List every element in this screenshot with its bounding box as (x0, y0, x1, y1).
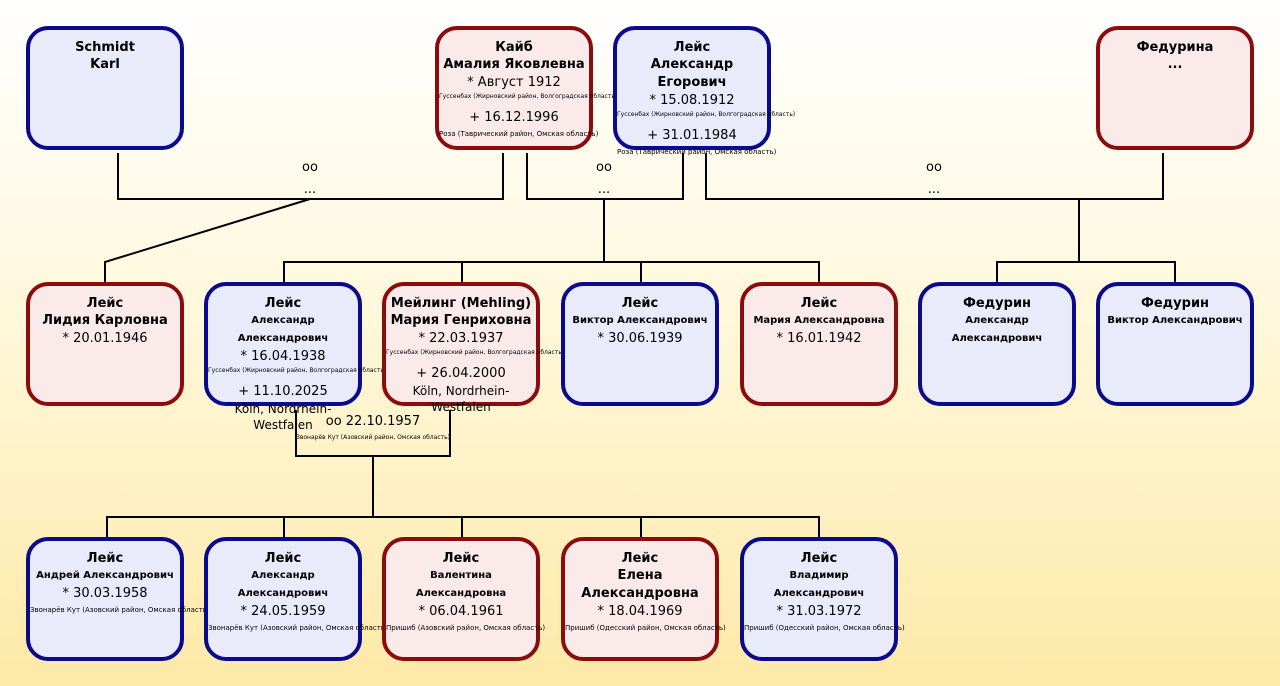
person-given-name: Елена Александровна (581, 568, 699, 601)
marriage-label-schmidt-kaib: oo ... (270, 157, 350, 201)
person-given-name: Александр Александрович (951, 315, 1043, 344)
death-city: Köln, Nordrhein-Westfalen (412, 384, 510, 414)
sibling-bar-leis-children (283, 261, 820, 282)
person-surname: Федурин (1140, 296, 1210, 311)
person-card-leis-maria[interactable]: Лейс Мария Александровна * 16.01.1942 (740, 282, 898, 406)
person-surname: Лейс (86, 551, 124, 566)
person-card-schmidt-karl[interactable]: Schmidt Karl (26, 26, 184, 150)
person-card-fedurin-aleksandr[interactable]: Федурин Александр Александрович (918, 282, 1076, 406)
person-card-leis-viktor[interactable]: Лейс Виктор Александрович * 30.06.1939 (561, 282, 719, 406)
birth-date: * 16.01.1942 (776, 331, 862, 346)
birth-date: * 30.03.1958 (62, 586, 148, 601)
birth-date: * 20.01.1946 (62, 331, 148, 346)
death-date: + 26.04.2000 (416, 366, 506, 381)
person-card-leis-aleksandr-egorovich[interactable]: Лейс Александр Егорович * 15.08.1912 Гус… (613, 26, 796, 156)
person-given-name: Владимир Александрович (773, 570, 865, 599)
birth-place: Гуссенбах (Жирновский район, Волгоградск… (439, 93, 618, 100)
person-card-leis-andrei[interactable]: Лейс Андрей Александрович * 30.03.1958 З… (26, 537, 210, 661)
birth-date: * 24.05.1959 (240, 604, 326, 619)
person-given-name: Karl (90, 57, 120, 72)
person-surname: Лейс (264, 296, 302, 311)
person-given-name: Мария Генриховна (390, 313, 532, 328)
person-given-name: Александр Александрович (237, 570, 329, 599)
death-date: + 16.12.1996 (469, 110, 559, 125)
person-surname: Лейс (673, 40, 711, 55)
person-surname: Лейс (621, 551, 659, 566)
person-card-leis-lidia[interactable]: Лейс Лидия Карловна * 20.01.1946 (26, 282, 184, 406)
death-place: Роза (Таврический район, Омская область) (617, 148, 777, 156)
birth-date: * 30.06.1939 (597, 331, 683, 346)
birth-place: Звонарёв Кут (Азовский район, Омская обл… (30, 606, 210, 614)
marriage-line-schmidt-kaib (117, 153, 504, 200)
person-surname: Мейлинг (Mehling) (390, 296, 532, 311)
person-surname: Лейс (264, 551, 302, 566)
birth-date: * 18.04.1969 (597, 604, 683, 619)
person-given-name: Мария Александровна (753, 315, 885, 326)
person-card-fedurin-viktor[interactable]: Федурин Виктор Александрович (1096, 282, 1254, 406)
person-card-leis-elena[interactable]: Лейс Елена Александровна * 18.04.1969 Пр… (561, 537, 726, 661)
person-given-name: Александр Егорович (650, 57, 734, 90)
death-city: Köln, Nordrhein-Westfalen (234, 402, 332, 432)
marriage-date: ... (303, 182, 317, 197)
birth-date: * 31.03.1972 (776, 604, 862, 619)
person-surname: Schmidt (75, 40, 135, 55)
marriage-date: ... (597, 182, 611, 197)
person-card-fedurina[interactable]: Федурина ... (1096, 26, 1254, 150)
sibling-bar-fedurin-children (996, 261, 1176, 282)
person-surname: Лейс (442, 551, 480, 566)
person-given-name: Валентина Александровна (415, 570, 507, 599)
birth-place: Пришиб (Одесский район, Омская область) (565, 624, 726, 632)
marriage-line-leis-fedurina (705, 153, 1164, 200)
person-given-name: ... (1167, 57, 1183, 72)
birth-place: Пришиб (Одесский район, Омская область) (744, 624, 905, 632)
person-given-name: Лидия Карловна (42, 313, 168, 328)
marriage-symbol: oo (596, 160, 612, 175)
person-card-leis-vladimir[interactable]: Лейс Владимир Александрович * 31.03.1972… (740, 537, 905, 661)
descent-line-lidia (104, 198, 311, 282)
person-given-name: Виктор Александрович (572, 315, 708, 326)
person-card-leis-valentina[interactable]: Лейс Валентина Александровна * 06.04.196… (382, 537, 546, 661)
birth-date: * Август 1912 (467, 75, 561, 90)
person-card-leis-aleksandr-aleksandrovich[interactable]: Лейс Александр Александрович * 16.04.193… (204, 282, 387, 432)
birth-date: * 15.08.1912 (649, 93, 735, 108)
person-given-name: Андрей Александрович (36, 570, 174, 581)
person-given-name: Александр Александрович (237, 315, 329, 344)
birth-date: * 06.04.1961 (418, 604, 504, 619)
marriage-symbol: oo (926, 160, 942, 175)
person-card-leis-aleksandr-jr[interactable]: Лейс Александр Александрович * 24.05.195… (204, 537, 388, 661)
marriage-date: ... (927, 182, 941, 197)
birth-place: Звонарёв Кут (Азовский район, Омская обл… (208, 624, 388, 632)
person-surname: Лейс (800, 296, 838, 311)
person-surname: Кайб (495, 40, 533, 55)
person-given-name: Виктор Александрович (1107, 315, 1243, 326)
sibling-bar-grandchildren (106, 516, 820, 537)
marriage-label-alex-meiling: oo 22.10.1957 Звонарёв Кут (Азовский рай… (296, 412, 450, 444)
person-given-name: Амалия Яковлевна (443, 57, 585, 72)
person-surname: Федурина (1136, 40, 1214, 55)
marriage-date: oo 22.10.1957 (325, 414, 421, 429)
person-card-meiling-maria[interactable]: Мейлинг (Mehling) Мария Генриховна * 22.… (382, 282, 565, 414)
marriage-label-leis-fedurina: oo ... (894, 157, 974, 201)
death-date: + 31.01.1984 (647, 128, 737, 143)
birth-place: Гуссенбах (Жирновский район, Волгоградск… (208, 367, 387, 374)
birth-date: * 22.03.1937 (418, 331, 504, 346)
birth-place: Гуссенбах (Жирновский район, Волгоградск… (617, 111, 796, 118)
marriage-symbol: oo (302, 160, 318, 175)
birth-place: Пришиб (Азовский район, Омская область) (386, 624, 546, 632)
person-surname: Лейс (800, 551, 838, 566)
person-surname: Лейс (86, 296, 124, 311)
person-surname: Лейс (621, 296, 659, 311)
marriage-label-kaib-leis: oo ... (564, 157, 644, 201)
person-card-kaib[interactable]: Кайб Амалия Яковлевна * Август 1912 Гусс… (435, 26, 618, 150)
birth-date: * 16.04.1938 (240, 349, 326, 364)
person-surname: Федурин (962, 296, 1032, 311)
marriage-place: Звонарёв Кут (Азовский район, Омская обл… (296, 434, 450, 441)
birth-place: Гуссенбах (Жирновский район, Волгоградск… (386, 349, 565, 356)
death-date: + 11.10.2025 (238, 384, 328, 399)
death-place: Роза (Таврический район, Омская область) (439, 130, 599, 138)
